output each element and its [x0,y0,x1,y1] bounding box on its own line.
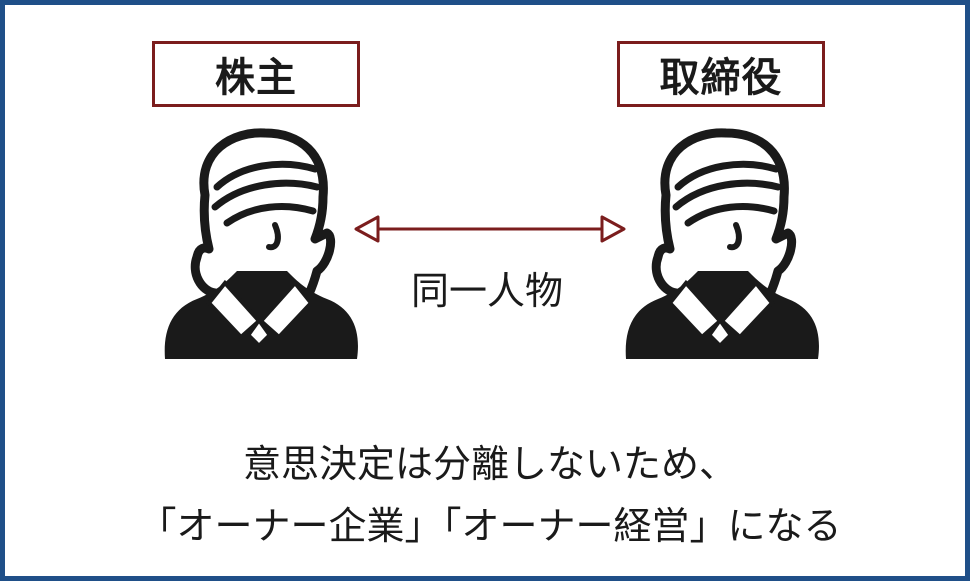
shareholder-person-icon [164,128,358,359]
caption-line-1: 意思決定は分離しないため、 [242,442,737,486]
same-person-label: 同一人物 [410,269,563,313]
shareholder-label: 株主 [215,54,297,101]
director-label: 取締役 [659,54,783,101]
caption-line-2: 「オーナー企業」「オーナー経営」になる [138,504,842,548]
director-person-icon [625,128,819,359]
director-label-box: 取締役 [617,41,825,107]
shareholder-label-box: 株主 [152,41,360,107]
double-arrow-icon [354,215,626,243]
